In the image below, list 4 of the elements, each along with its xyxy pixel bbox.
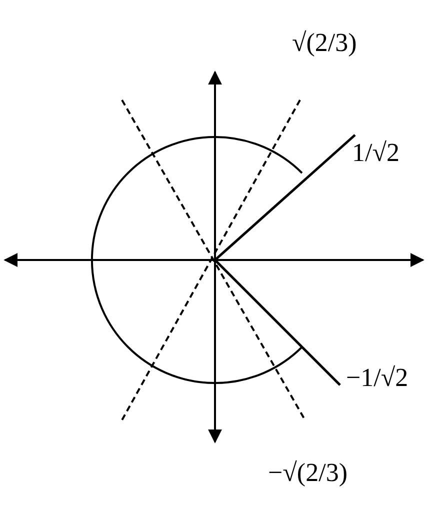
math-label: −√(2/3)	[268, 460, 348, 486]
math-label: √(2/3)	[292, 30, 357, 56]
math-label: −1/√2	[346, 365, 408, 391]
math-label: 1/√2	[352, 140, 400, 166]
